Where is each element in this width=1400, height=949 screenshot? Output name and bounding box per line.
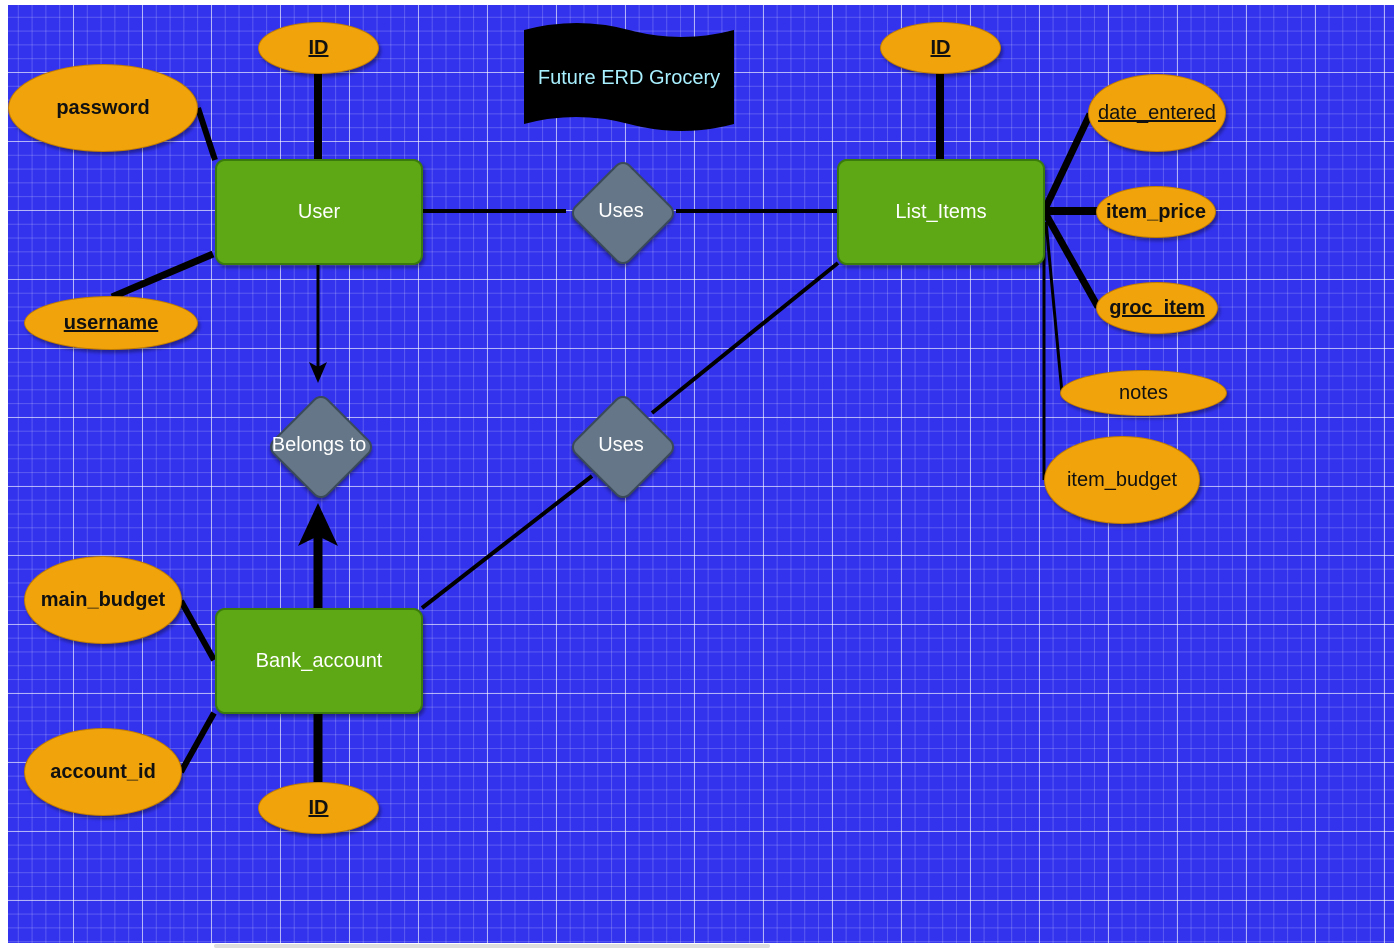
attribute-list-item-budget[interactable]: item_budget: [1044, 436, 1200, 524]
attribute-bank-account-id[interactable]: account_id: [24, 728, 182, 816]
connector-list-notes: [1044, 221, 1064, 394]
attribute-list-id[interactable]: ID: [880, 22, 1001, 74]
attribute-list-groc-item[interactable]: groc_item: [1096, 282, 1218, 334]
relationship-uses-top[interactable]: Uses: [566, 156, 679, 269]
relationship-label: Uses: [598, 433, 644, 456]
connector-list-groc-item: [1040, 209, 1102, 309]
connector-user-username: [110, 250, 215, 301]
entity-list-items[interactable]: List_Items: [837, 159, 1045, 265]
attribute-list-date-entered[interactable]: date_entered: [1088, 74, 1226, 152]
attribute-list-notes[interactable]: notes: [1060, 370, 1227, 416]
connector-bank-account-id: [178, 711, 217, 774]
relationship-belongs-to[interactable]: Belongs to: [264, 390, 377, 503]
attribute-bank-id[interactable]: ID: [258, 782, 379, 834]
arrowhead-user-belongs: [309, 362, 327, 383]
attribute-user-password[interactable]: password: [8, 64, 198, 152]
title-banner-shape: [524, 23, 734, 131]
entity-bank-account[interactable]: Bank_account: [215, 608, 423, 714]
relationship-label: Belongs to: [271, 433, 367, 456]
relationship-label: Uses: [598, 199, 644, 222]
connector-bank-main-budget: [178, 599, 217, 662]
entity-user[interactable]: User: [215, 159, 423, 265]
attribute-bank-main-budget[interactable]: main_budget: [24, 556, 182, 644]
arrowhead-bank-belongs: [298, 503, 338, 546]
connector-list-date-entered: [1040, 112, 1094, 213]
attribute-user-id[interactable]: ID: [258, 22, 379, 74]
connector-user-password: [195, 107, 218, 161]
horizontal-scrollbar[interactable]: [214, 944, 770, 948]
connector-list-uses2: [650, 261, 840, 415]
attribute-list-item-price[interactable]: item_price: [1096, 186, 1216, 238]
connector-uses2-bank: [420, 474, 594, 610]
diagram-title: Future ERD Grocery: [537, 66, 721, 89]
attribute-user-username[interactable]: username: [24, 296, 198, 350]
relationship-uses-middle[interactable]: Uses: [566, 390, 679, 503]
